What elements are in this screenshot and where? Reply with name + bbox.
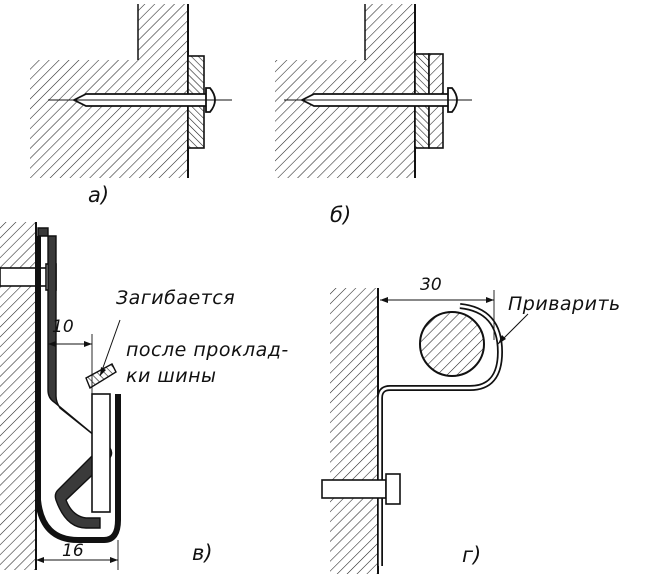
caption-b: б)	[330, 203, 351, 227]
conductor-g	[419, 311, 485, 377]
leader-bend	[99, 319, 121, 377]
dim-width-bottom-label: 16	[62, 541, 84, 561]
note-bend-3: ки шины	[126, 365, 217, 387]
note-bend-1: Загибается	[116, 287, 235, 309]
caption-g: г)	[462, 543, 481, 567]
bolt-g	[321, 473, 401, 505]
panel-b: б)	[275, 4, 472, 227]
dim-offset: 30	[380, 275, 495, 340]
wall-a	[30, 4, 188, 178]
nail-a	[48, 87, 232, 113]
caption-a: a)	[88, 183, 109, 207]
note-weld: Приварить	[508, 293, 621, 315]
panel-g: 30 Приварить г)	[321, 275, 621, 574]
panel-v: 10 16 Загибается после проклад- ки шины …	[0, 222, 289, 570]
wall-g	[330, 288, 378, 574]
wall-b	[275, 4, 415, 178]
dim-gap-top-label: 10	[52, 317, 74, 337]
dim-offset-label: 30	[420, 275, 442, 295]
bracket-v-loop	[35, 236, 121, 543]
busbar-v	[91, 393, 111, 513]
dim-width-bottom: 16	[36, 540, 119, 570]
panel-a: a)	[30, 4, 232, 207]
dim-gap-top: 10	[48, 317, 93, 394]
caption-v: в)	[192, 541, 213, 565]
nail-b	[284, 87, 472, 113]
note-bend-2: после проклад-	[126, 339, 289, 361]
